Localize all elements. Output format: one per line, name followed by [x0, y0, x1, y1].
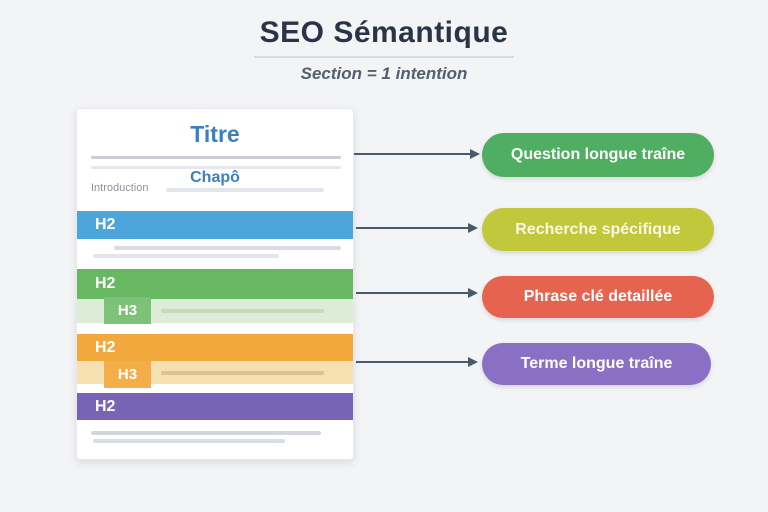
- title-underline: [91, 156, 341, 159]
- body-text-line: [93, 439, 285, 443]
- arrow-shaft: [356, 292, 468, 294]
- arrow-head-icon: [468, 288, 478, 298]
- arrow-head-icon: [468, 357, 478, 367]
- h2-label: H2: [95, 397, 116, 415]
- body-text-line: [91, 431, 321, 435]
- h2-bar-green: H2: [77, 269, 353, 299]
- h3-box-green: H3: [104, 297, 151, 324]
- h2-label: H2: [95, 275, 116, 292]
- pill-label: Recherche spécifique: [515, 220, 681, 238]
- document-structure-card: Titre Chapô Introduction H2 H2 H3 H2 H3: [76, 108, 354, 460]
- doc-chapo: Chapô: [190, 169, 240, 186]
- doc-title: Titre: [190, 121, 240, 147]
- pill-label: Question longue traîne: [510, 146, 686, 163]
- h3-box-orange: H3: [104, 361, 151, 388]
- h3-label: H3: [117, 366, 138, 383]
- page-subtitle: Section = 1 intention: [300, 64, 468, 83]
- connector-arrow-3: [356, 287, 478, 299]
- doc-introduction-label: Introduction: [91, 182, 149, 194]
- h2-label: H2: [95, 338, 116, 356]
- annotation-pill-recherche-specifique: Recherche spécifique: [482, 208, 714, 251]
- connector-arrow-4: [356, 356, 478, 368]
- h2-bar-blue: H2: [77, 211, 353, 239]
- body-text-line: [161, 371, 324, 375]
- connector-arrow-1: [354, 148, 480, 160]
- arrow-shaft: [356, 227, 468, 229]
- connector-arrow-2: [356, 222, 478, 234]
- arrow-head-icon: [468, 223, 478, 233]
- body-text-line: [93, 254, 279, 258]
- header: SEO Sémantique Section = 1 intention: [0, 16, 768, 84]
- h2-bar-orange: H2: [77, 334, 353, 361]
- intro-text-line: [166, 188, 324, 192]
- pill-label: Terme longue traîne: [520, 355, 673, 372]
- body-text-line: [114, 246, 341, 250]
- h3-label: H3: [117, 302, 138, 319]
- annotation-pill-question-longue-traine: Question longue traîne: [482, 133, 714, 177]
- arrow-shaft: [354, 153, 470, 155]
- h2-bar-purple: H2: [77, 393, 353, 420]
- h2-label: H2: [95, 216, 116, 233]
- pill-label: Phrase clé detaillée: [523, 288, 673, 305]
- annotation-pill-terme-longue-traine: Terme longue traîne: [482, 343, 711, 385]
- body-text-line: [161, 309, 324, 313]
- page-title: SEO Sémantique: [253, 16, 515, 58]
- arrow-head-icon: [470, 149, 480, 159]
- arrow-shaft: [356, 361, 468, 363]
- title-underline-light: [91, 166, 341, 169]
- annotation-pill-phrase-cle-detaillee: Phrase clé detaillée: [482, 276, 714, 318]
